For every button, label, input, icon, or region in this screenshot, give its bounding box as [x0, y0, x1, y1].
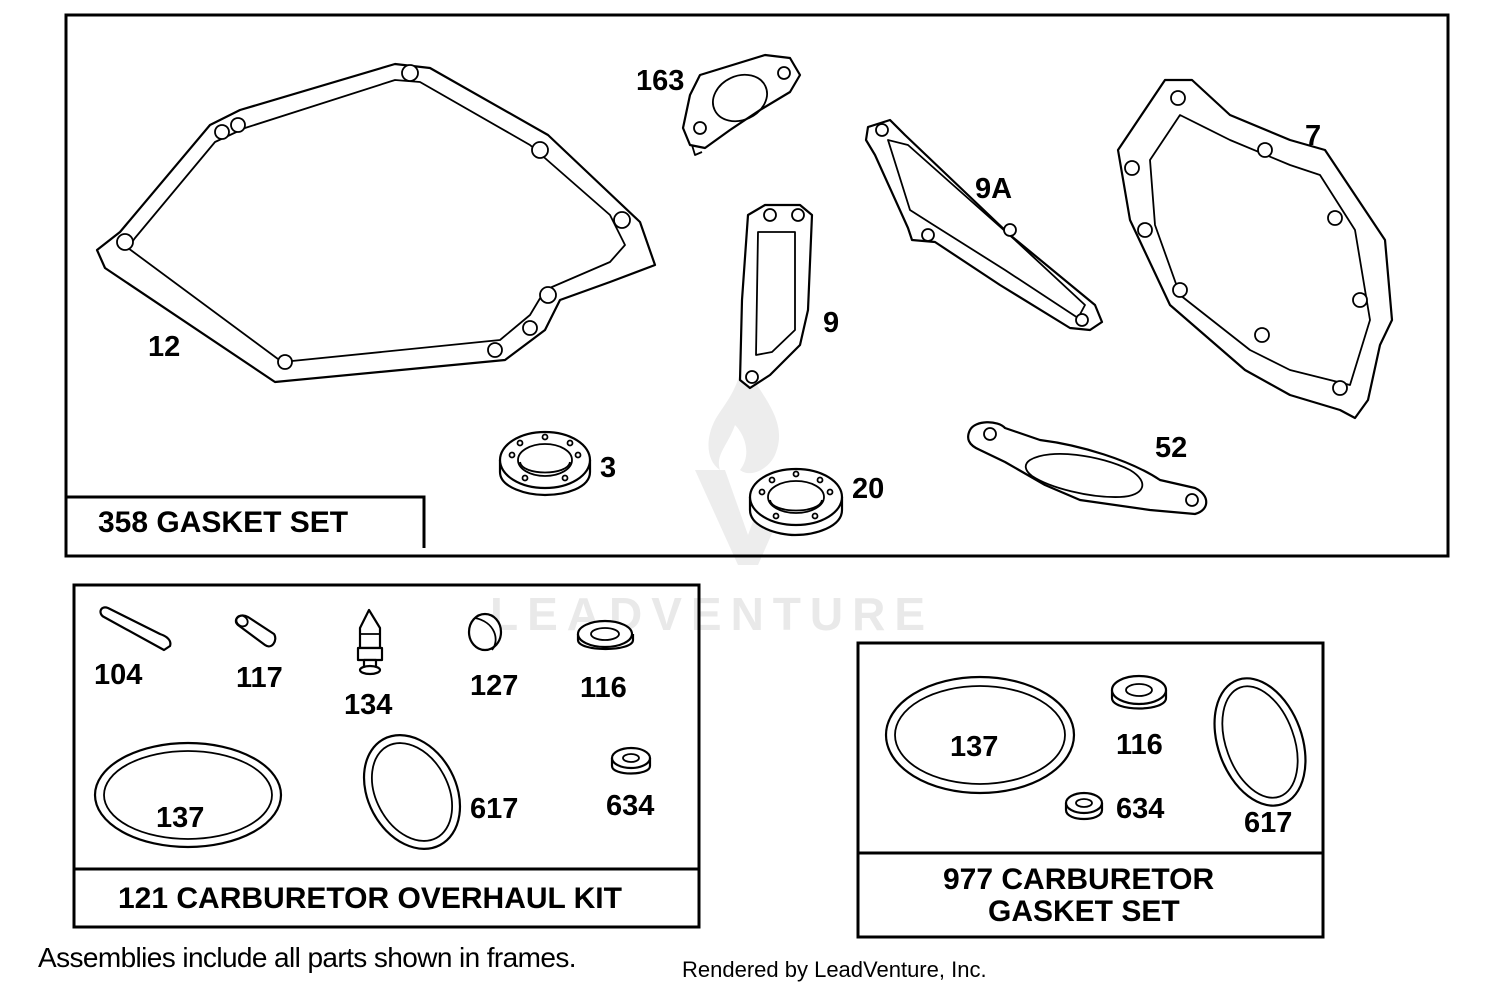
callout-7: 7	[1305, 120, 1321, 152]
gasket-set-part-617-ring	[1213, 677, 1307, 807]
gasket-set-part-116-washer	[1110, 674, 1168, 710]
kit-part-127-plug	[467, 612, 503, 652]
overhaul-kit-border	[72, 583, 701, 929]
kit-part-116-washer	[576, 619, 635, 650]
callout-kit-137: 137	[156, 802, 204, 834]
carb-gasket-set-border	[856, 641, 1325, 939]
callout-kit-127: 127	[470, 670, 518, 702]
carb-gasket-set-frame: 977 CARBURETOR GASKET SET	[856, 641, 1325, 939]
gasket-set-frame: 358 GASKET SET	[64, 13, 1450, 558]
gasket-set-border	[64, 13, 1450, 558]
gasket-set-part-137-ring	[884, 675, 1076, 795]
gasket-set-title: 358 GASKET SET	[98, 506, 348, 539]
callout-gasket-set-137: 137	[950, 731, 998, 763]
part-9-gasket	[738, 203, 814, 390]
callout-kit-617: 617	[470, 793, 518, 825]
part-3-oil-seal	[498, 430, 592, 497]
carb-gasket-set-title-line1: 977 CARBURETOR	[943, 863, 1215, 896]
overhaul-kit-frame: 121 CARBURETOR OVERHAUL KIT	[72, 583, 701, 929]
gasket-set-title-box	[66, 495, 426, 548]
part-52-exhaust-gasket	[967, 421, 1208, 516]
part-12-crankcase-gasket	[95, 62, 657, 384]
kit-part-634-washer	[610, 746, 652, 775]
callout-9a: 9A	[975, 173, 1012, 205]
callout-kit-104: 104	[94, 659, 142, 691]
kit-part-134-needle	[356, 608, 384, 676]
carb-gasket-set-title-line2: GASKET SET	[988, 895, 1180, 928]
callout-gasket-set-617: 617	[1244, 807, 1292, 839]
part-163-gasket	[681, 53, 802, 156]
part-9a-gasket	[864, 118, 1104, 332]
credit-line: Rendered by LeadVenture, Inc.	[682, 957, 987, 982]
callout-12: 12	[148, 331, 180, 363]
callout-kit-117: 117	[236, 662, 283, 694]
callout-kit-634: 634	[606, 790, 654, 822]
overhaul-kit-title: 121 CARBURETOR OVERHAUL KIT	[118, 882, 622, 915]
part-7-head-gasket	[1116, 78, 1394, 420]
callout-163: 163	[636, 65, 684, 97]
footnote: Assemblies include all parts shown in fr…	[38, 942, 576, 973]
callout-52: 52	[1155, 432, 1187, 464]
kit-part-117-sleeve	[234, 614, 277, 648]
callout-20: 20	[852, 473, 884, 505]
kit-part-617-ring	[362, 734, 462, 850]
part-20-oil-seal	[748, 467, 844, 537]
callout-gasket-set-116: 116	[1116, 729, 1163, 761]
callout-9: 9	[823, 307, 839, 339]
watermark-logo-flame	[708, 360, 780, 474]
callout-kit-134: 134	[344, 689, 392, 721]
watermark-text: LEADVENTURE	[490, 588, 934, 640]
callout-kit-116: 116	[580, 672, 627, 704]
kit-part-137-ring	[93, 741, 283, 849]
kit-part-104-pin	[99, 606, 172, 652]
callout-gasket-set-634: 634	[1116, 793, 1164, 825]
gasket-set-part-634-washer	[1064, 791, 1104, 821]
callout-3: 3	[600, 452, 616, 484]
